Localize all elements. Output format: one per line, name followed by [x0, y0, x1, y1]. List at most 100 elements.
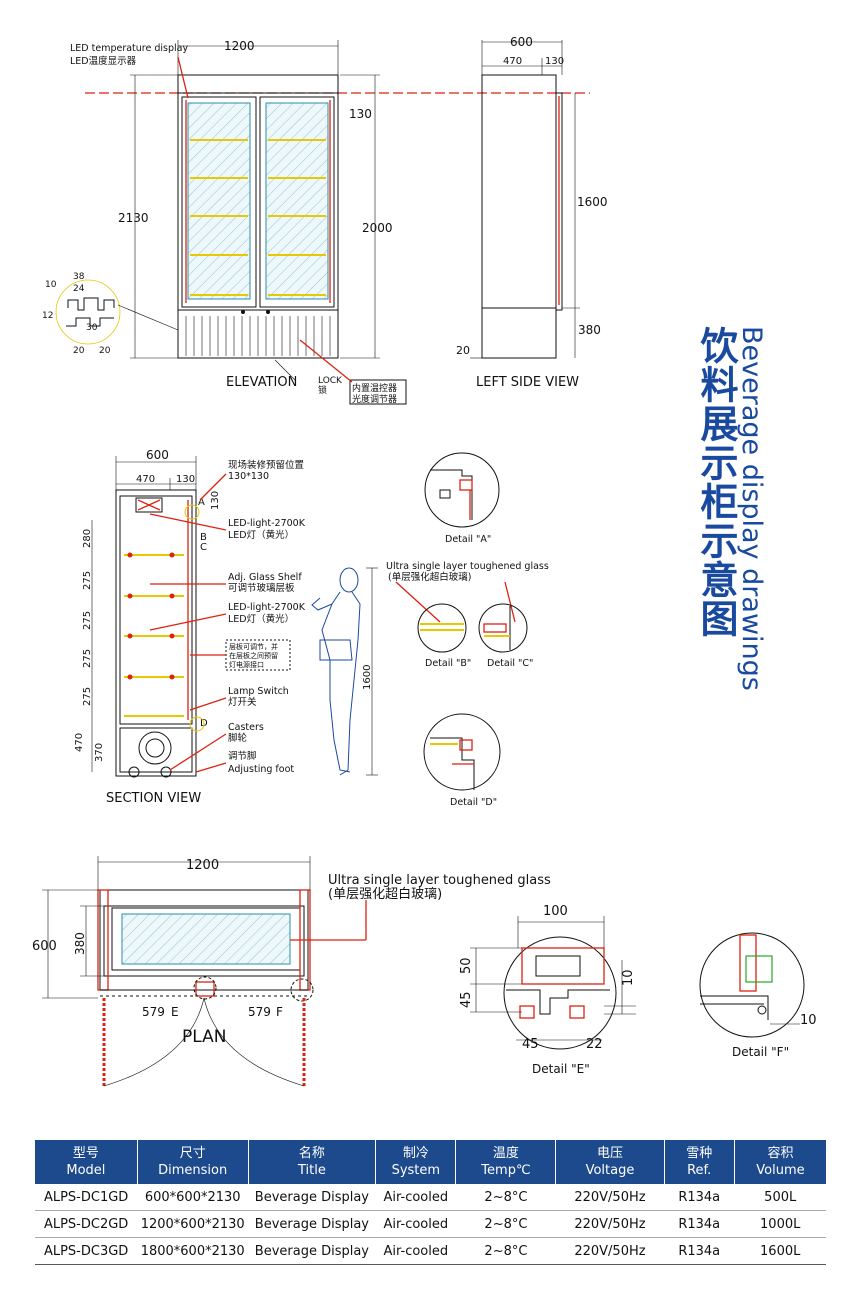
cell-title: Beverage Display: [248, 1237, 376, 1265]
cell-dimension: 600*600*2130: [137, 1184, 249, 1211]
led-light2-label-en: LED-light-2700K: [228, 602, 306, 613]
title-cn: 饮料展示柜示意图: [694, 326, 738, 638]
detail-e: 100 50 45 10 45 22 Detail "E": [459, 904, 636, 1076]
cell-ref: R134a: [664, 1184, 735, 1211]
side-depth-dim: 600: [510, 35, 533, 49]
cell-dimension: 1200*600*2130: [137, 1210, 249, 1238]
plan-mark-f: F: [276, 1005, 283, 1019]
detail-dim-38: 38: [73, 272, 85, 282]
controller-label-2: 光度调节器: [352, 393, 397, 405]
plan-600-dim: 600: [32, 939, 57, 954]
elevation-door-height-dim: 2000: [362, 221, 393, 235]
detail-dim-10: 10: [45, 280, 57, 290]
section-130-dim: 130: [176, 474, 195, 485]
plan-579-right-dim: 579: [248, 1005, 271, 1019]
plan-view: 1200 600 380 579 E 579 F PLAN Ultra sing…: [32, 856, 551, 1087]
lamp-switch-label-en: Lamp Switch: [228, 686, 289, 697]
cell-dimension: 1800*600*2130: [137, 1237, 249, 1265]
person-height-dim: 1600: [362, 665, 373, 690]
cell-model: ALPS-DC2GD: [35, 1210, 138, 1238]
detail-e-dim-50: 50: [459, 957, 474, 974]
cell-model: ALPS-DC3GD: [35, 1237, 138, 1265]
section-470-dim: 470: [136, 474, 155, 485]
side-1600-dim: 1600: [577, 195, 608, 209]
lock-label-en: LOCK: [318, 376, 343, 386]
led-display-label-en: LED temperature display: [70, 43, 188, 54]
cell-system: Air-cooled: [375, 1184, 456, 1211]
elevation-view: 1200 2130 2000 130 LED temperature displ…: [42, 39, 590, 405]
cell-temp: 2~8°C: [455, 1184, 556, 1211]
cell-ref: R134a: [664, 1237, 735, 1265]
lamp-switch-label-cn: 灯开关: [228, 696, 257, 708]
detail-e-label: Detail "E": [532, 1062, 590, 1076]
marker-c: C: [200, 542, 207, 553]
shelf-note-1: 层板可调节，并: [229, 642, 278, 651]
elevation-top-dim: 130: [349, 107, 372, 121]
elevation-total-height-dim: 2130: [118, 211, 149, 225]
plan-mark-e: E: [171, 1005, 179, 1019]
elevation-label: ELEVATION: [226, 375, 297, 390]
detail-dim-20a: 20: [73, 346, 85, 356]
detail-b-label: Detail "B": [425, 658, 471, 669]
detail-dim-12: 12: [42, 311, 53, 321]
side-380-dim: 380: [578, 323, 601, 337]
led-light-label-cn: LED灯（黄光）: [228, 529, 294, 541]
detail-a-label: Detail "A": [445, 534, 491, 545]
title-en: Beverage display drawings: [736, 326, 767, 691]
detail-a: Detail "A": [424, 452, 500, 545]
detail-f: 10 Detail "F": [699, 932, 817, 1059]
cell-temp: 2~8°C: [455, 1210, 556, 1238]
casters-label-cn: 脚轮: [228, 732, 248, 744]
section-vdim-3: 275: [82, 649, 93, 668]
detail-c: Detail "C": [478, 603, 533, 669]
detail-e-dim-45v: 45: [459, 991, 474, 1008]
cell-voltage: 220V/50Hz: [555, 1237, 665, 1265]
side-title: 饮料展示柜示意图 Beverage display drawings: [688, 322, 778, 722]
detail-e-dim-45h: 45: [522, 1037, 539, 1052]
detail-glass-label-en: Ultra single layer toughened glass: [386, 561, 549, 572]
led-light2-label-cn: LED灯（黄光）: [228, 613, 294, 625]
technical-drawing: 1200 2130 2000 130 LED temperature displ…: [32, 35, 817, 1087]
shelf-label-en: Adj. Glass Shelf: [228, 572, 302, 583]
section-vdim-4: 275: [82, 687, 93, 706]
detail-d-label: Detail "D": [450, 797, 497, 808]
cell-volume: 1600L: [734, 1237, 826, 1265]
cell-model: ALPS-DC1GD: [35, 1184, 138, 1211]
person-silhouette: [311, 567, 361, 776]
cell-ref: R134a: [664, 1210, 735, 1238]
shelf-note-3: 灯电源接口: [229, 660, 264, 669]
detail-dim-24: 24: [73, 284, 85, 294]
section-vdim-5: 470: [74, 733, 85, 752]
detail-glass-label-cn: (单层强化超白玻璃): [388, 571, 471, 583]
table-row: ALPS-DC2GD 1200*600*2130 Beverage Displa…: [35, 1210, 826, 1238]
lock-label-cn: 锁: [318, 384, 327, 396]
plan-glass-label-cn: (单层强化超白玻璃): [328, 886, 442, 902]
cell-title: Beverage Display: [248, 1210, 376, 1238]
elevation-width-dim: 1200: [224, 39, 255, 53]
section-130v-dim: 130: [210, 491, 221, 510]
reserve-label-cn: 现场装修预留位置: [228, 459, 304, 471]
left-side-view: 600 470 130 1600 380 20 LEFT SIDE VIEW: [456, 35, 608, 390]
plan-380-dim: 380: [73, 932, 87, 955]
cell-voltage: 220V/50Hz: [555, 1184, 665, 1211]
shelf-label-cn: 可调节玻璃层板: [228, 582, 295, 594]
side-20-dim: 20: [456, 344, 470, 357]
side-view-label: LEFT SIDE VIEW: [476, 375, 579, 390]
detail-b: Detail "B": [417, 603, 471, 669]
detail-d: Detail "D": [423, 713, 501, 808]
side-470-dim: 470: [503, 56, 522, 67]
marker-a: A: [198, 497, 205, 508]
detail-f-label: Detail "F": [732, 1045, 789, 1059]
plan-width-dim: 1200: [186, 858, 219, 873]
table-row: ALPS-DC1GD 600*600*2130 Beverage Display…: [35, 1184, 826, 1211]
section-view: 600 470 130 130 280 275 275 275 275 470 …: [74, 448, 378, 806]
cell-volume: 500L: [734, 1184, 826, 1211]
plan-579-left-dim: 579: [142, 1005, 165, 1019]
detail-dim-30: 30: [86, 323, 98, 333]
